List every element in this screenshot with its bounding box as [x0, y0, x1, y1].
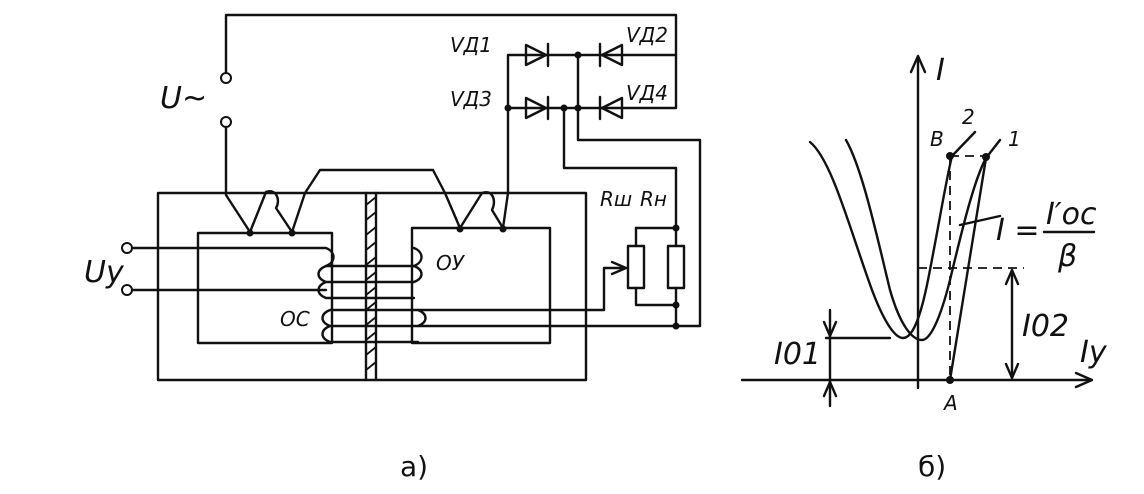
formula-pointer [958, 214, 1002, 227]
diode-vd2 [598, 42, 624, 68]
label-resistor-shunt: Rш [600, 187, 632, 211]
control-wire-top [130, 246, 416, 268]
label-winding-working: ОУ [436, 251, 466, 275]
primary-winding-right [458, 190, 505, 230]
label-supply-voltage: U~ [160, 81, 207, 116]
primary-link-wire [290, 168, 462, 234]
primary-winding-left [248, 190, 294, 234]
resistor-load [666, 244, 686, 290]
supply-terminal-top [220, 72, 232, 84]
slider-arrow [610, 260, 628, 276]
diode-vd3 [524, 95, 550, 121]
label-current-01: I01 [774, 337, 821, 372]
figure-a: VД1 VД2 VД3 VД4 U~ Uу ОУ ОС Rш Rн а) [84, 13, 702, 483]
label-vd3: VД3 [450, 87, 492, 111]
core-inner-right [410, 226, 552, 345]
label-formula-lhs: I = [996, 213, 1040, 248]
diode-bridge [504, 42, 702, 328]
curve-1 [844, 138, 1002, 342]
label-control-voltage: Uу [84, 255, 125, 290]
resistor-shunt [626, 244, 646, 290]
label-axis-x: Iу [1080, 335, 1108, 370]
supply-top-wire [224, 13, 678, 74]
core-separator [364, 191, 378, 382]
point-1 [982, 153, 990, 161]
diode-vd1 [524, 42, 550, 68]
core-outer [156, 191, 588, 382]
label-axis-y: I [936, 53, 945, 88]
label-current-02: I02 [1022, 309, 1069, 344]
label-winding-feedback: ОС [280, 307, 310, 331]
point-b [946, 152, 954, 160]
point-a [946, 376, 954, 384]
diode-vd4 [598, 95, 624, 121]
control-winding-right [412, 246, 423, 284]
label-point-b: B [930, 127, 944, 151]
line-ab [948, 156, 988, 382]
label-curve-2: 2 [962, 105, 975, 129]
label-vd1: VД1 [450, 33, 492, 57]
figure-b: I Iу B 2 1 A I = I′ос β I01 I02 б) [740, 53, 1108, 483]
label-point-a: A [942, 391, 958, 415]
control-terminal-top [121, 242, 133, 254]
core-inner-left [196, 231, 334, 345]
feedback-winding [321, 308, 427, 344]
label-formula-denominator: β [1057, 239, 1077, 274]
caption-b: б) [918, 450, 946, 483]
label-vd4: VД4 [626, 81, 668, 105]
primary-to-bridge-wire [501, 106, 510, 230]
label-resistor-load: Rн [640, 187, 667, 211]
caption-a: а) [400, 450, 428, 483]
dim-i01-line [824, 308, 892, 408]
feedback-wire-to-slider [416, 266, 626, 312]
curve-2 [808, 130, 977, 340]
label-formula-numerator: I′ос [1046, 197, 1097, 232]
label-curve-1: 1 [1008, 127, 1021, 151]
label-vd2: VД2 [626, 23, 668, 47]
supply-bottom-wire [224, 125, 252, 234]
supply-terminal-bottom [220, 116, 232, 128]
